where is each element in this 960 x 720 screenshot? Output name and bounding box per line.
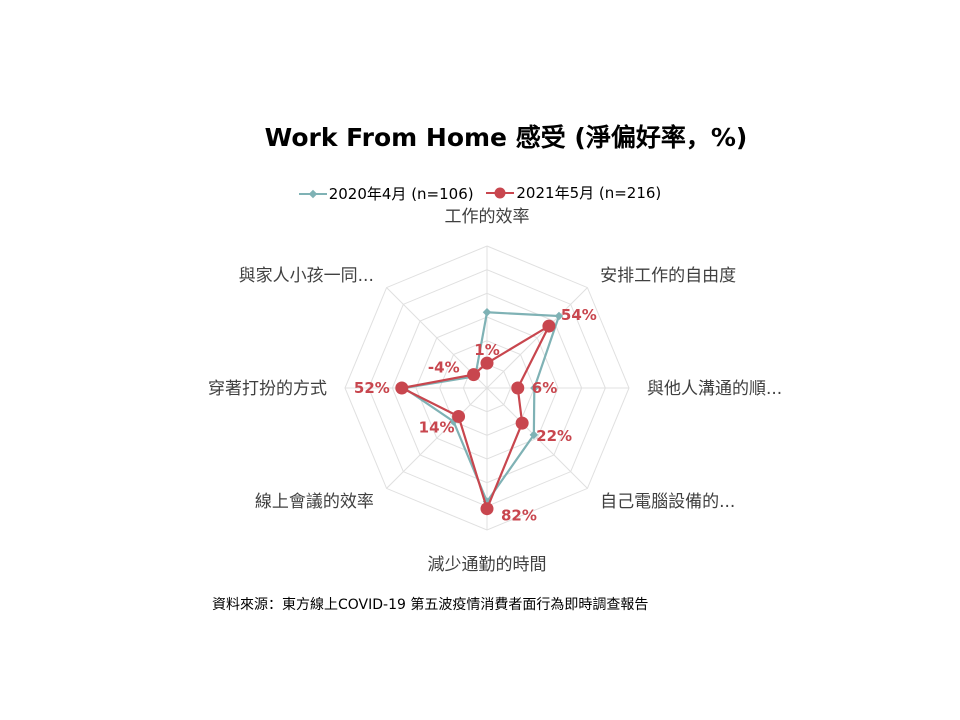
legend: 2020年4月 (n=106) 2021年5月 (n=216): [0, 182, 960, 204]
data-label: 82%: [501, 507, 537, 525]
axis-label: 與他人溝通的順...: [647, 379, 782, 399]
grid-spoke: [386, 387, 488, 489]
grid-spoke: [486, 287, 588, 389]
axis-label: 線上會議的效率: [255, 492, 374, 512]
data-label: 6%: [532, 379, 557, 397]
source-note: 資料來源：東方線上COVID-19 第五波疫情消費者面行為即時調查報告: [212, 597, 649, 613]
axis-label: 工作的效率: [445, 207, 530, 227]
data-label: -4%: [428, 359, 460, 377]
grid-spoke: [486, 387, 588, 489]
axis-label: 與家人小孩一同...: [239, 266, 374, 286]
series-point-0: [529, 430, 539, 440]
data-label: 52%: [354, 379, 390, 397]
data-label: 14%: [419, 418, 455, 436]
series-point-1: [452, 409, 466, 423]
legend-item-2021: 2021年5月 (n=216): [486, 182, 661, 203]
series-point-1: [395, 381, 409, 395]
series-point-1: [542, 319, 556, 333]
axis-label: 減少通勤的時間: [428, 555, 547, 575]
legend-item-2020: 2020年4月 (n=106): [298, 183, 474, 204]
series-point-1: [511, 381, 525, 395]
series-point-0: [530, 383, 539, 393]
series-point-1: [515, 416, 529, 430]
legend-label-2020: 2020年4月 (n=106): [328, 185, 474, 203]
legend-marker-2021: [486, 187, 515, 198]
legend-marker-2020: [298, 189, 327, 198]
legend-label-2021: 2021年5月 (n=216): [516, 184, 662, 202]
axis-label: 自己電腦設備的...: [600, 492, 735, 512]
data-label: 22%: [536, 427, 572, 445]
series-point-0: [554, 311, 564, 321]
axis-label: 穿著打扮的方式: [208, 379, 327, 399]
series-point-1: [480, 502, 494, 516]
series-point-0: [482, 308, 492, 317]
series-point-1: [480, 356, 494, 370]
data-label: 54%: [561, 306, 597, 324]
data-label: 1%: [474, 341, 499, 359]
chart-title: Work From Home 感受 (淨偏好率，%): [264, 123, 748, 152]
axis-label: 安排工作的自由度: [600, 266, 736, 286]
series-point-1: [467, 368, 481, 382]
